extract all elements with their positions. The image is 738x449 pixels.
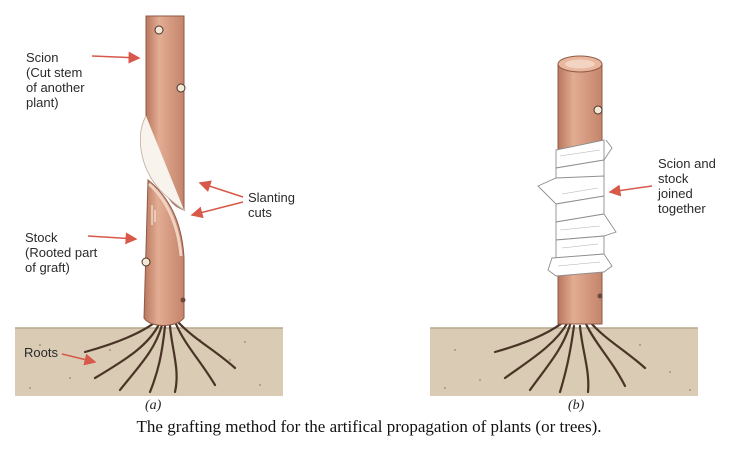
label-stock: Stock (Rooted part of graft) [25,230,97,275]
panel-b [430,56,698,396]
arrow-scion [92,56,139,58]
binding-tape [538,140,616,276]
arrow-slanting-1 [200,183,243,197]
arrow-slanting-2 [192,202,243,215]
figure-caption: The grafting method for the artifical pr… [0,417,738,437]
label-scion: Scion (Cut stem of another plant) [26,50,85,110]
arrow-joined [610,186,652,192]
label-roots: Roots [24,345,58,360]
panel-b-label: (b) [568,398,584,414]
panel-a-label: (a) [145,398,161,414]
label-slanting-cuts: Slanting cuts [248,190,295,220]
label-joined: Scion and stock joined together [658,156,716,216]
